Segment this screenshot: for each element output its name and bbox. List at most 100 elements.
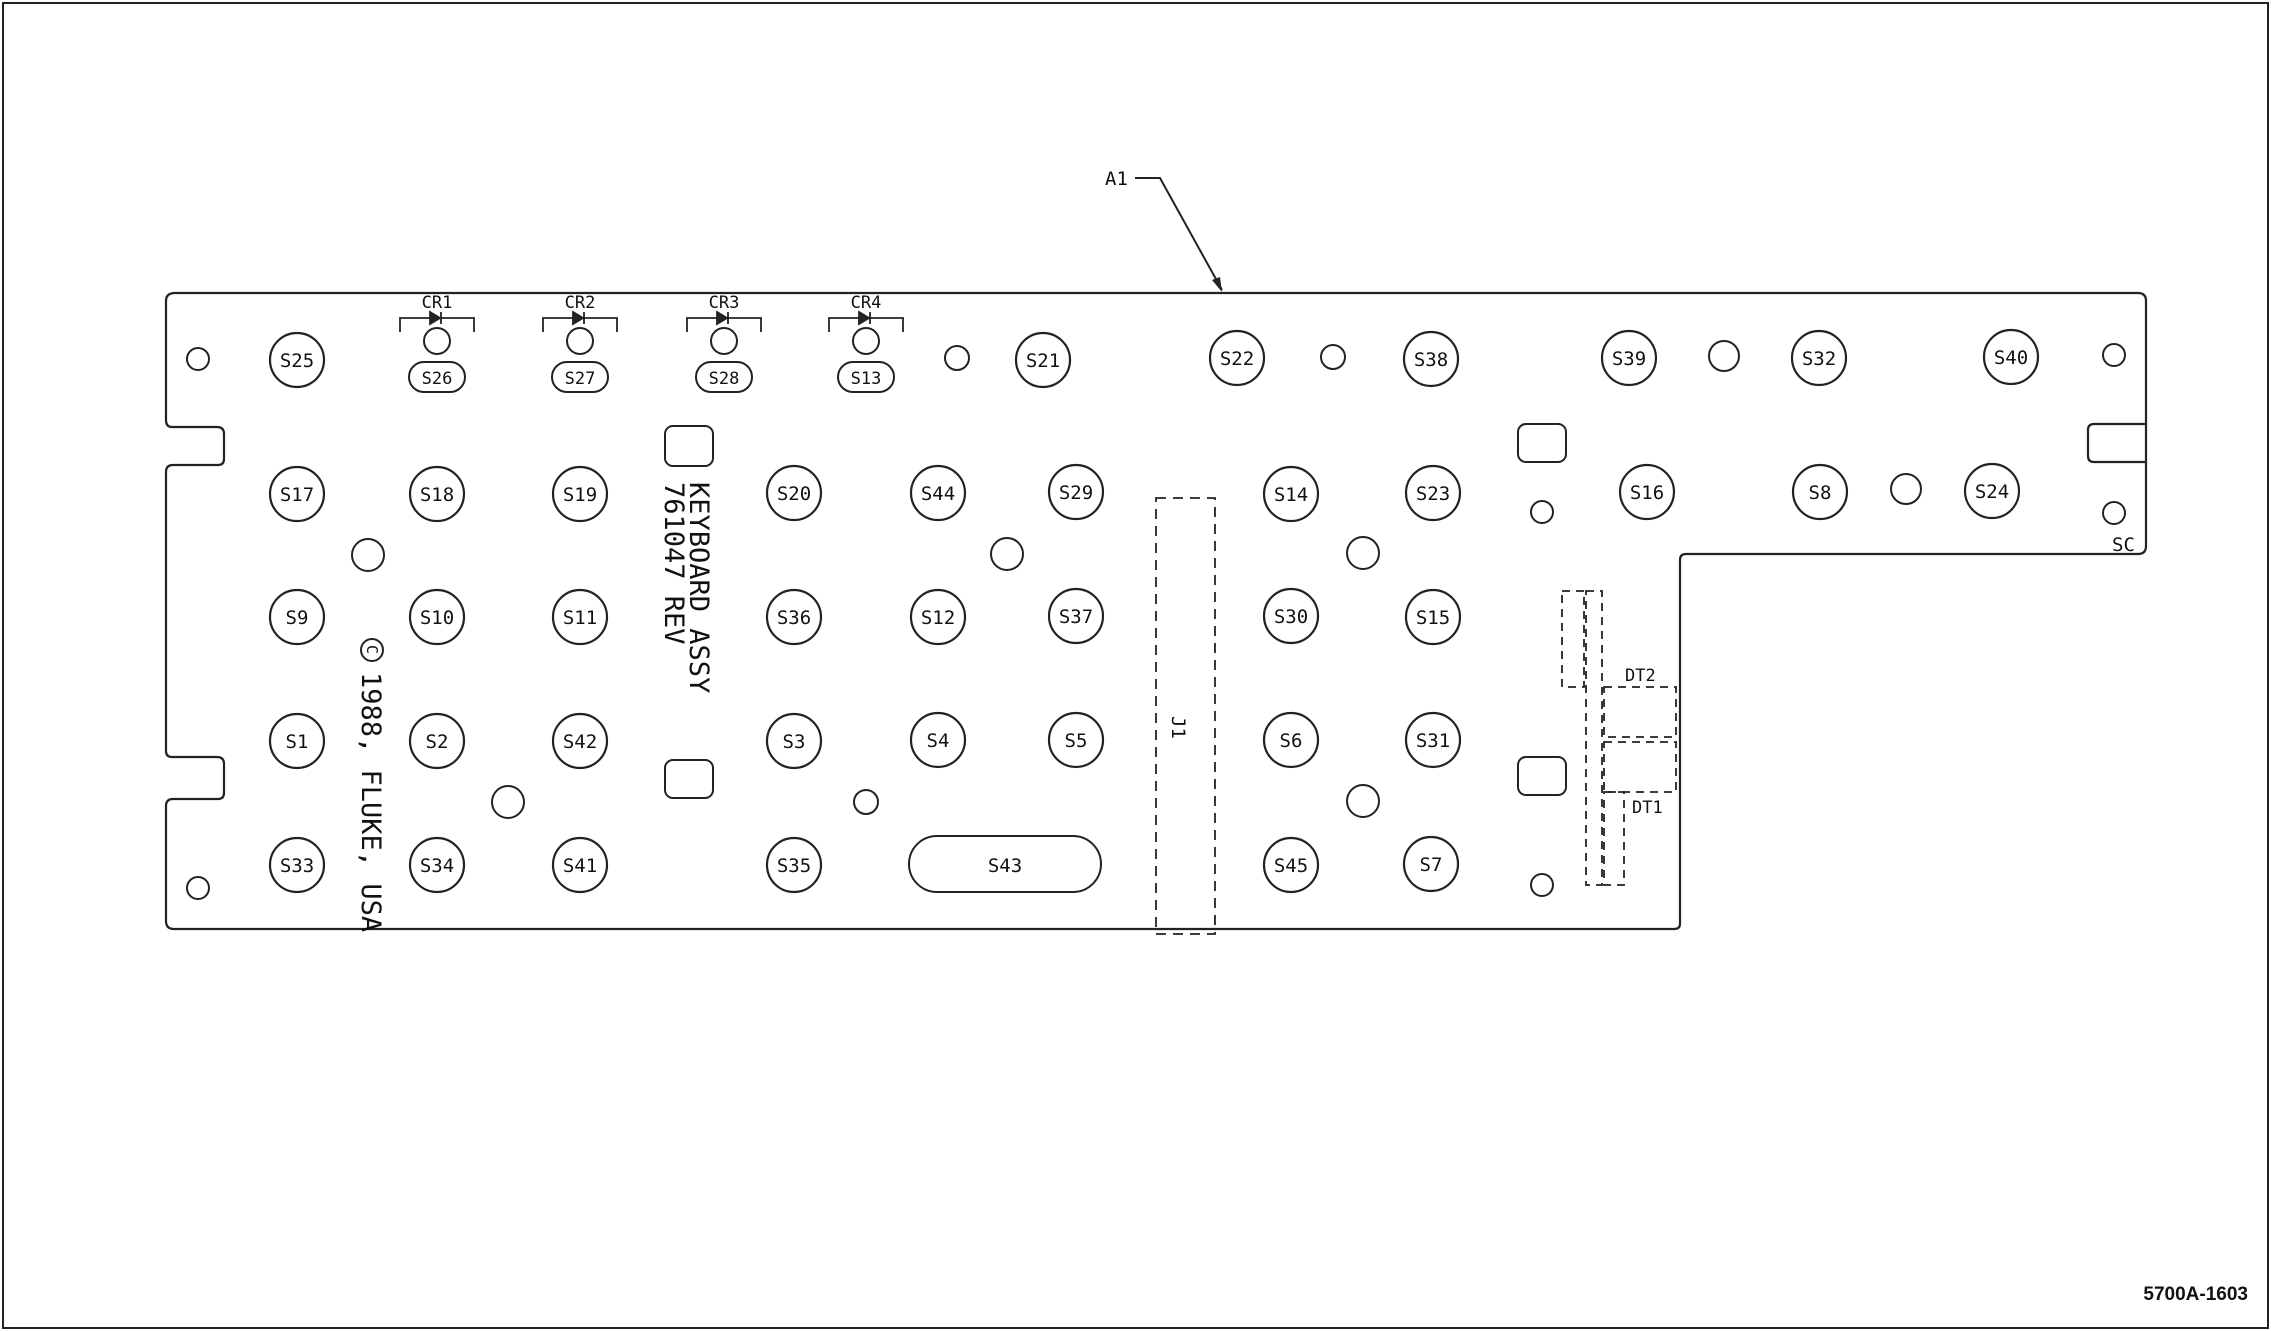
- switch-s40-outline: [1982, 328, 2040, 386]
- switch-s19-label: S19: [563, 484, 597, 506]
- switch-s15-label: S15: [1416, 607, 1450, 629]
- switch-s30-outline: [1262, 587, 1320, 645]
- diode-cr4-symbol: [858, 310, 871, 326]
- diode-cr1-led: [423, 327, 451, 355]
- switch-s22-label: S22: [1220, 348, 1254, 370]
- switch-s2-label: S2: [426, 731, 449, 753]
- switch-s36-outline: [765, 588, 823, 646]
- switch-s5-outline: [1047, 711, 1105, 769]
- switch-s34-label: S34: [420, 855, 454, 877]
- switch-s21-label: S21: [1026, 350, 1060, 372]
- switch-s26-outline: [408, 361, 466, 393]
- switch-s20-outline: [765, 464, 823, 522]
- switch-s44-label: S44: [921, 483, 955, 505]
- switch-s8-outline: [1791, 463, 1849, 521]
- switch-s40-label: S40: [1994, 347, 2028, 369]
- switch-s1-label: S1: [286, 731, 309, 753]
- switch-s37-outline: [1047, 587, 1105, 645]
- copyright-symbol: [360, 638, 384, 662]
- switch-s37-label: S37: [1059, 606, 1093, 628]
- switch-s13-label: S13: [851, 369, 882, 389]
- switch-s33-label: S33: [280, 855, 314, 877]
- connector-j1-label: J1: [1167, 716, 1189, 739]
- switch-s17-label: S17: [280, 484, 314, 506]
- switch-s12-outline: [909, 588, 967, 646]
- switch-s31-outline: [1404, 711, 1462, 769]
- switch-s22-outline: [1208, 329, 1266, 387]
- display-connectors: [1561, 590, 1677, 886]
- switch-s14-outline: [1262, 465, 1320, 523]
- switch-s12-label: S12: [921, 607, 955, 629]
- switch-s16-outline: [1618, 463, 1676, 521]
- switch-s33-outline: [268, 836, 326, 894]
- assembly-leader-arrowhead: [1212, 277, 1222, 292]
- switch-s21-outline: [1014, 331, 1072, 389]
- switch-s24-outline: [1963, 462, 2021, 520]
- switch-s4-outline: [909, 711, 967, 769]
- switch-s34-outline: [408, 836, 466, 894]
- switch-s45-label: S45: [1274, 855, 1308, 877]
- copyright-text: 1988, FLUKE, USA: [355, 672, 386, 932]
- switch-s18-outline: [408, 465, 466, 523]
- diode-cr3-symbol: [716, 310, 729, 326]
- switch-s25-outline: [268, 331, 326, 389]
- switch-s10-outline: [408, 588, 466, 646]
- switch-s35-outline: [765, 836, 823, 894]
- switch-s3-outline: [765, 712, 823, 770]
- switch-s28-outline: [695, 361, 753, 393]
- rounded-pads: [664, 423, 1567, 799]
- switch-s38-label: S38: [1414, 349, 1448, 371]
- switch-s6-label: S6: [1280, 730, 1303, 752]
- switch-s6-outline: [1262, 711, 1320, 769]
- board-part-number: 761047 REV: [658, 482, 689, 645]
- assembly-leader-line: [1135, 177, 1223, 291]
- switch-s44-outline: [909, 464, 967, 522]
- switch-s23-outline: [1404, 464, 1462, 522]
- switch-s28-label: S28: [709, 369, 740, 389]
- display-dt2-label: DT2: [1625, 666, 1656, 686]
- switch-s32-label: S32: [1802, 348, 1836, 370]
- switch-s32-outline: [1790, 329, 1848, 387]
- board-outline: [164, 291, 2148, 931]
- switch-s9-label: S9: [286, 607, 309, 629]
- switch-s41-label: S41: [563, 855, 597, 877]
- switch-s35-label: S35: [777, 855, 811, 877]
- diode-cr3-label: CR3: [709, 293, 740, 313]
- diode-cr1-symbol: [429, 310, 442, 326]
- switch-s14-label: S14: [1274, 484, 1308, 506]
- switch-s5-label: S5: [1065, 730, 1088, 752]
- switch-s29-label: S29: [1059, 482, 1093, 504]
- switch-s23-label: S23: [1416, 483, 1450, 505]
- switch-s29-outline: [1047, 463, 1105, 521]
- switch-s7-label: S7: [1420, 854, 1443, 876]
- switch-s19-outline: [551, 465, 609, 523]
- figure-number: 5700A-1603: [2143, 1284, 2248, 1305]
- switch-s27-outline: [551, 361, 609, 393]
- switch-s31-label: S31: [1416, 730, 1450, 752]
- switch-s2-outline: [408, 712, 466, 770]
- switch-s30-label: S30: [1274, 606, 1308, 628]
- switch-s3-label: S3: [783, 731, 806, 753]
- switch-s9-outline: [268, 588, 326, 646]
- switch-s43-outline: [908, 835, 1102, 893]
- switch-s8-label: S8: [1809, 482, 1832, 504]
- switch-s11-outline: [551, 588, 609, 646]
- switch-s18-label: S18: [420, 484, 454, 506]
- diode-cr2-symbol: [572, 310, 585, 326]
- diode-cr1-label: CR1: [422, 293, 453, 313]
- switch-s41-outline: [551, 836, 609, 894]
- board-title: KEYBOARD ASSY: [683, 482, 714, 693]
- switch-s24-label: S24: [1975, 481, 2009, 503]
- switch-s27-label: S27: [565, 369, 596, 389]
- diode-cr2-led: [566, 327, 594, 355]
- switch-s38-outline: [1402, 330, 1460, 388]
- connector-j1-outline: [1155, 497, 1216, 935]
- switch-s39-label: S39: [1612, 348, 1646, 370]
- switch-s45-outline: [1262, 836, 1320, 894]
- switch-s36-label: S36: [777, 607, 811, 629]
- diode-cr2-label: CR2: [565, 293, 596, 313]
